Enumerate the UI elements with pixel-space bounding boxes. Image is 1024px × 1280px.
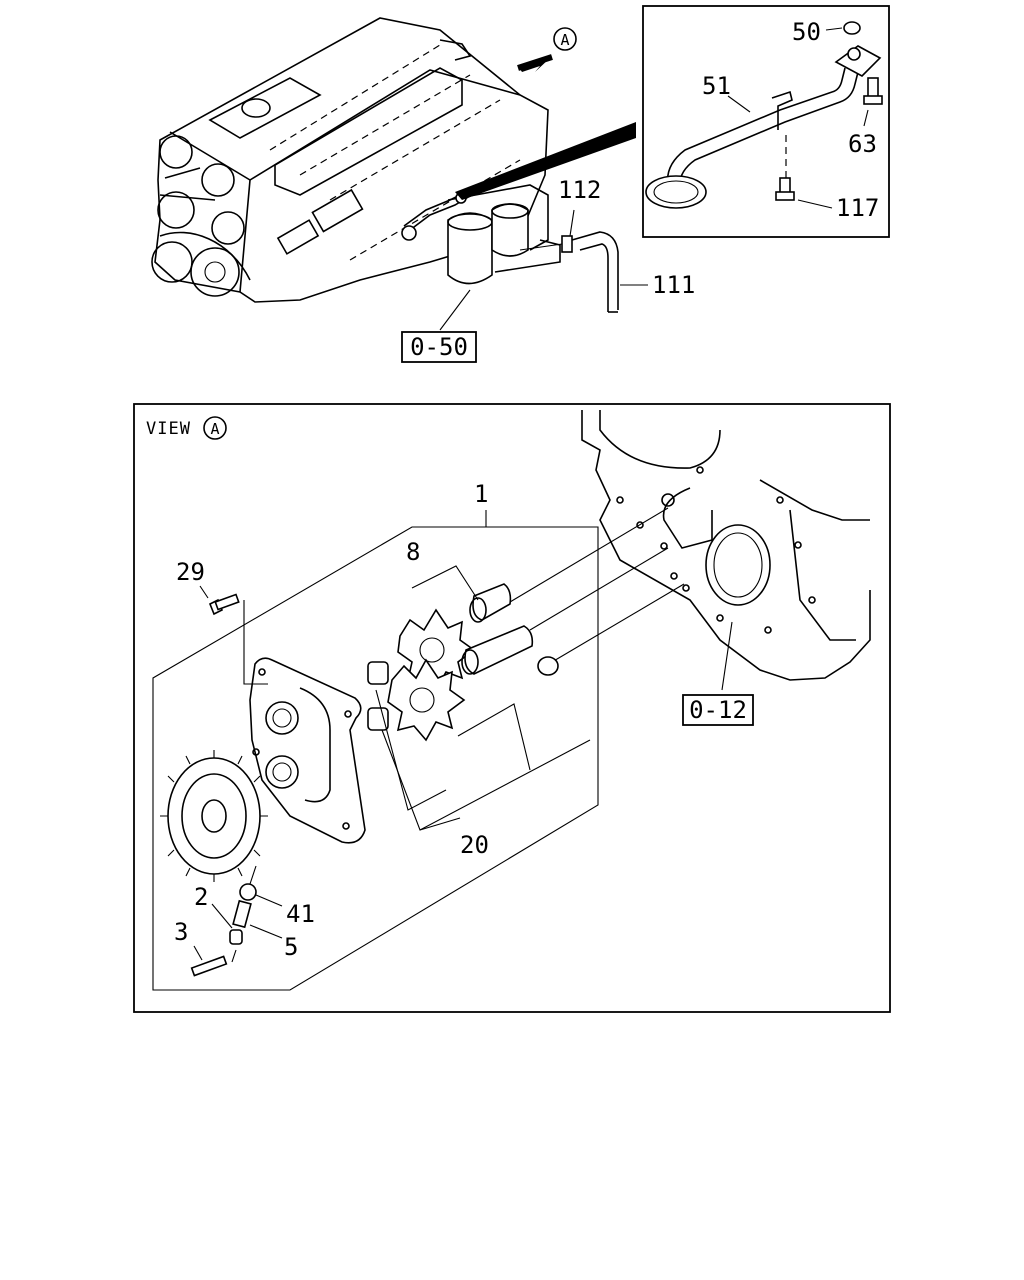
callout-111: 111 bbox=[652, 271, 695, 299]
callout-50: 50 bbox=[792, 18, 821, 46]
callout-41: 41 bbox=[286, 900, 315, 928]
callout-117: 117 bbox=[836, 194, 879, 222]
callout-1: 1 bbox=[474, 480, 488, 508]
view-marker-circle bbox=[203, 416, 227, 440]
callout-112: 112 bbox=[558, 176, 601, 204]
callout-29: 29 bbox=[176, 558, 205, 586]
pump-assembly bbox=[152, 507, 685, 991]
reference-box-0-12[interactable] bbox=[682, 694, 754, 726]
view-title: VIEW bbox=[146, 419, 191, 439]
engine-overview: A bbox=[151, 17, 648, 331]
oil-strainer-inset bbox=[642, 5, 890, 238]
callout-8: 8 bbox=[406, 538, 420, 566]
callout-20: 20 bbox=[460, 831, 489, 859]
callout-2: 2 bbox=[194, 883, 208, 911]
callout-3: 3 bbox=[174, 918, 188, 946]
view-a-frame bbox=[133, 403, 891, 1013]
view-marker-circle-text: A bbox=[210, 420, 219, 438]
gear-case bbox=[581, 410, 871, 691]
reference-box-0-50[interactable] bbox=[401, 331, 477, 363]
reference-0-50[interactable]: 0-50 bbox=[410, 333, 468, 361]
callout-51: 51 bbox=[702, 72, 731, 100]
callout-5: 5 bbox=[284, 933, 298, 961]
callout-63: 63 bbox=[848, 130, 877, 158]
view-marker-text: A bbox=[560, 31, 569, 49]
reference-0-12[interactable]: 0-12 bbox=[689, 696, 747, 724]
